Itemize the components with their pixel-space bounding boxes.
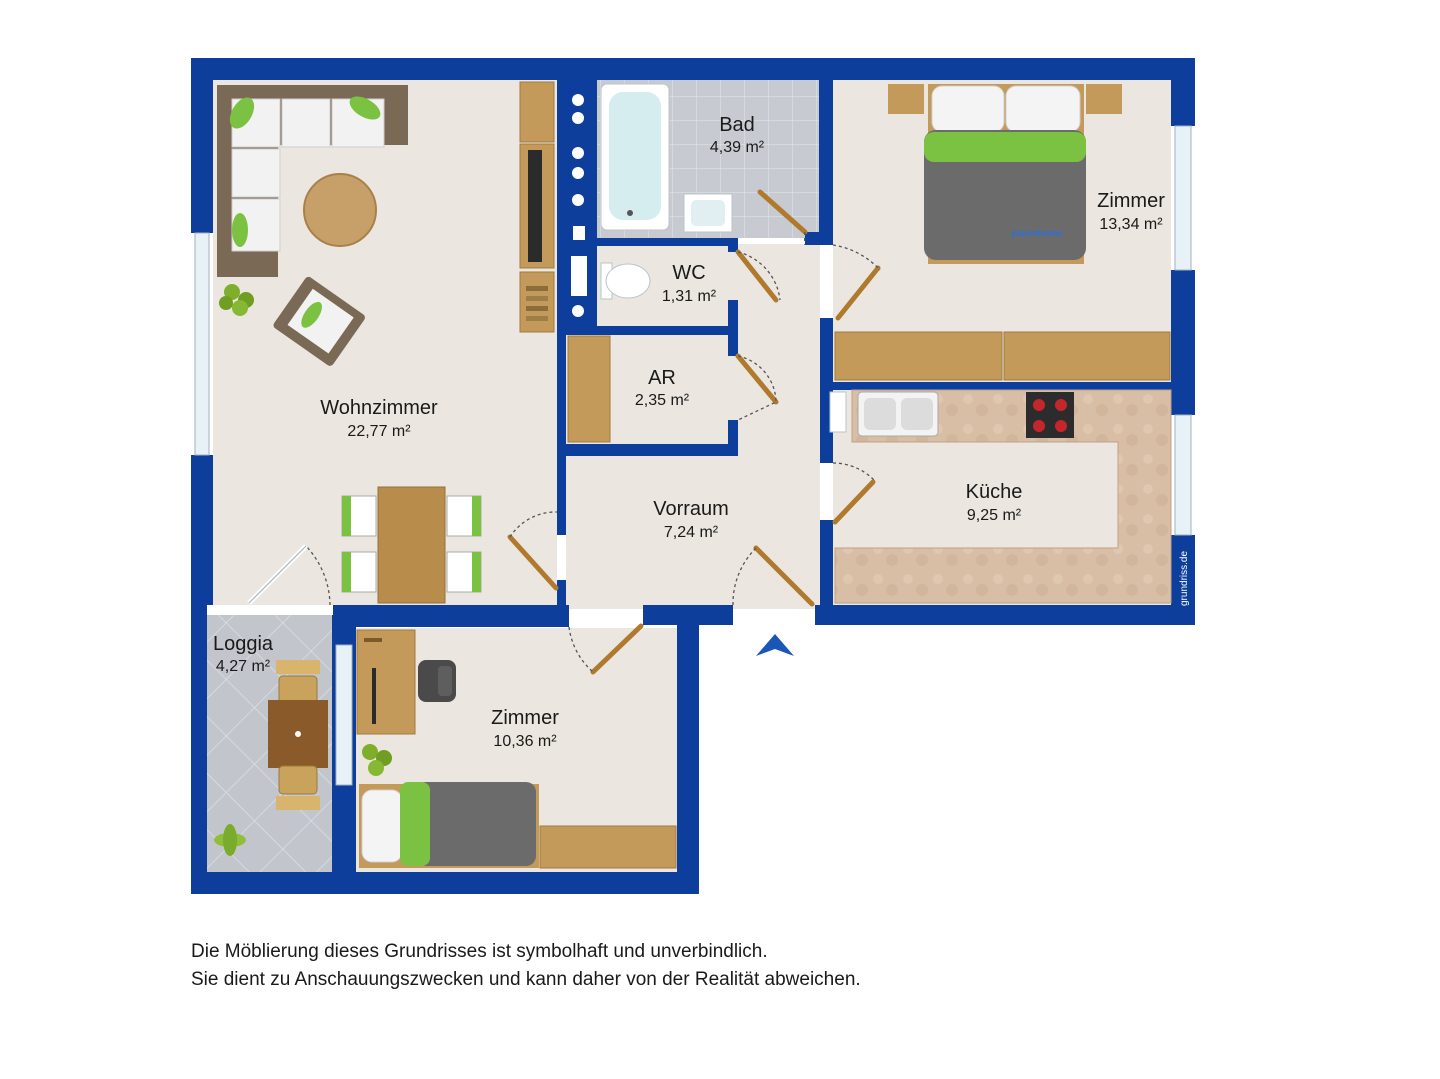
desk bbox=[356, 629, 416, 735]
armchair bbox=[273, 276, 365, 366]
plant-icon bbox=[219, 284, 254, 316]
label-wc-area: 1,31 m² bbox=[662, 288, 717, 305]
windows bbox=[194, 125, 1192, 786]
door-zimmer1 bbox=[835, 265, 881, 321]
label-wc-name: WC bbox=[672, 262, 705, 284]
label-wohnzimmer-name: Wohnzimmer bbox=[320, 397, 438, 419]
coffee-table bbox=[303, 173, 377, 247]
kitchen-counter bbox=[829, 389, 1172, 604]
label-ar-area: 2,35 m² bbox=[635, 392, 690, 409]
disclaimer: Die Möblierung dieses Grundrisses ist sy… bbox=[191, 938, 861, 994]
plant-icon bbox=[362, 744, 392, 776]
door-bad bbox=[757, 189, 808, 235]
label-loggia-name: Loggia bbox=[213, 633, 274, 655]
label-kueche-name: Küche bbox=[966, 481, 1023, 503]
bed-logo: planethome bbox=[1012, 228, 1063, 238]
plant-icon bbox=[214, 824, 246, 856]
office-chair-icon bbox=[418, 660, 456, 702]
grundriss-watermark: grundriss.de bbox=[1179, 551, 1190, 606]
label-ar-name: AR bbox=[648, 367, 676, 389]
entrance-arrow-icon bbox=[756, 634, 794, 656]
disclaimer-line-2: Sie dient zu Anschauungszwecken und kann… bbox=[191, 969, 861, 990]
door-ar bbox=[735, 353, 779, 405]
label-zimmer1-area: 13,34 m² bbox=[1099, 216, 1163, 233]
doors bbox=[507, 189, 881, 675]
door-wohnzimmer bbox=[507, 534, 559, 591]
tv-cabinet bbox=[519, 81, 555, 333]
loggia-furniture bbox=[268, 660, 328, 810]
wardrobe bbox=[834, 331, 1171, 381]
side-logo: PlanetHome bbox=[341, 813, 352, 868]
window-zimmer1 bbox=[1174, 125, 1192, 271]
label-zimmer2-name: Zimmer bbox=[491, 707, 559, 729]
loggia-door bbox=[247, 544, 308, 605]
floor-plan: planethome bbox=[191, 58, 1195, 894]
double-bed: planethome bbox=[888, 84, 1122, 264]
bathtub-icon bbox=[600, 83, 670, 231]
label-vorraum-area: 7,24 m² bbox=[664, 524, 719, 541]
label-bad-name: Bad bbox=[719, 114, 755, 136]
ar-shelf bbox=[567, 335, 611, 443]
window-kueche bbox=[1174, 414, 1192, 536]
window-wohnzimmer bbox=[194, 232, 210, 456]
window-zimmer2 bbox=[335, 644, 353, 786]
room-labels: Bad 4,39 m² WC 1,31 m² Zimmer 13,34 m² A… bbox=[213, 114, 1165, 750]
door-swings bbox=[305, 231, 881, 673]
door-kueche bbox=[832, 479, 876, 525]
label-zimmer1-name: Zimmer bbox=[1097, 190, 1165, 212]
shaft-circles bbox=[571, 94, 587, 317]
label-bad-area: 4,39 m² bbox=[710, 139, 765, 156]
label-kueche-area: 9,25 m² bbox=[967, 507, 1022, 524]
toilet-icon bbox=[600, 262, 651, 300]
label-vorraum-name: Vorraum bbox=[653, 498, 729, 520]
door-entry bbox=[753, 545, 815, 607]
sofa bbox=[217, 85, 408, 277]
single-bed bbox=[359, 782, 677, 869]
label-zimmer2-area: 10,36 m² bbox=[493, 733, 557, 750]
dining-table bbox=[341, 486, 482, 604]
disclaimer-line-1: Die Möblierung dieses Grundrisses ist sy… bbox=[191, 941, 768, 962]
label-wohnzimmer-area: 22,77 m² bbox=[347, 423, 411, 440]
door-zimmer2 bbox=[590, 623, 644, 675]
door-wc bbox=[735, 249, 779, 303]
label-loggia-area: 4,27 m² bbox=[216, 658, 271, 675]
sink-icon bbox=[683, 193, 733, 233]
